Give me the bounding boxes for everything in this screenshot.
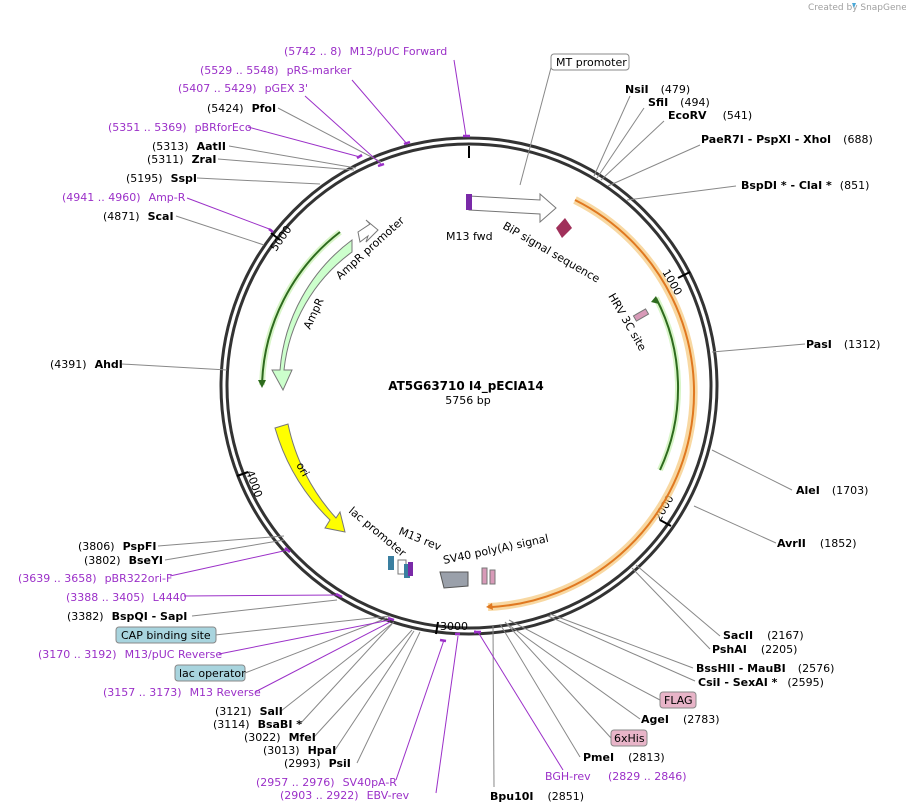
primer-m13-puc-forward: (5742 .. 8)M13/pUC Forward [284,45,447,58]
enzyme-alei: AleI(1703) [796,484,868,497]
enzyme-bsshii: BssHII - MauBI(2576) [696,662,834,675]
primer-prs-marker: (5529 .. 5548)pRS-marker [200,64,352,77]
primer-pbrforeco: (5351 .. 5369)pBRforEco [108,121,252,134]
cap-binding-label: CAP binding site [121,629,211,642]
tick-1000 [677,271,691,279]
label-ori: ori [293,460,311,479]
primer-l4440: (3388 .. 3405)L4440 [66,591,187,604]
plasmid-length: 5756 bp [445,394,490,407]
backbone-inner [225,142,713,630]
label-sv40-polya: SV40 poly(A) signal [442,532,550,567]
right-green-arc [655,297,679,471]
enzyme-pasi: PasI(1312) [806,338,880,351]
cap-binding-box [115,626,217,644]
enzyme-pmei: PmeI(2813) [583,751,665,764]
primer-amp-r: (4941 .. 4960)Amp-R [62,191,186,204]
enzyme-avrii: AvrII(1852) [777,537,856,550]
primer-pgex3: (5407 .. 5429)pGEX 3' [178,82,308,95]
left-green-arc [261,231,341,386]
lac-operator-box [174,664,246,682]
enzyme-sspi: (5195)SspI [126,172,197,185]
primer-m13-reverse: (3157 .. 3173)M13 Reverse [103,686,261,699]
bgh-rev-leader [477,631,564,771]
snapgene-brand: Created by SnapGene [808,3,906,13]
enzyme-bsabi: (3114)BsaBI * [213,718,302,731]
enzyme-hpai: (3013)HpaI [263,744,336,757]
right-green-arrowhead [651,296,659,304]
enzyme-sali: (3121)SalI [215,705,283,718]
insert-arrowhead [486,603,493,610]
his-marker [489,569,496,585]
enzyme-bspdi: BspDI * - ClaI *(851) [741,179,869,192]
ori-arrow [274,423,346,533]
label-hrv-3c: HRV 3C site [605,291,649,353]
tick-4000 [236,471,249,477]
ampr-promoter-arrow [357,219,379,243]
enzyme-pshai: PshAI(2205) [712,643,797,656]
enzyme-mfei: (3022)MfeI [244,731,316,744]
m13fwd-marker [466,194,472,210]
insert-arc [491,199,696,608]
primer-ebv-rev: (2903 .. 2922)EBV-rev [280,789,410,802]
left-primer-lines [169,59,467,794]
tick-5000 [270,232,281,241]
tick-2000 [659,519,672,527]
his-label: 6xHis [614,732,645,745]
left-leader-lines [121,107,421,764]
primer-pbr322ori-f: (3639 .. 3658)pBR322ori-F [18,572,172,585]
mt-promoter-box [550,53,630,71]
primer-m13-puc-reverse: (3170 .. 3192)M13/pUC Reverse [38,648,222,661]
bip-signal-icon [556,218,572,238]
m13fwd-arrow [468,192,557,224]
primer-sv40pa-r: (2957 .. 2976)SV40pA-R [256,776,397,789]
cap-marker [388,556,394,570]
tick-label-5000: 5000 [268,223,295,253]
lac-operator-label: lac operator [179,667,246,680]
enzyme-pspfi: (3806)PspFI [78,540,156,553]
enzyme-paer7i: PaeR7I - PspXI - XhoI(688) [701,133,873,146]
backbone-outer [219,136,719,636]
primer-bgh-rev: BGH-rev [545,770,591,783]
enzyme-nsii: NsiI(479) [625,83,690,96]
flag-marker [481,567,488,585]
right-leader-lines [492,63,806,788]
enzyme-agei: AgeI(2783) [641,713,720,726]
enzyme-ecorv: EcoRV(541) [668,109,752,122]
tick-label-3000: 3000 [440,620,468,633]
label-m13-fwd: M13 fwd [446,230,493,243]
enzyme-zrai: (5311)ZraI [147,153,217,166]
flag-leader [508,619,661,701]
enzyme-bspqi: (3382)BspQI - SapI [67,610,187,623]
enzyme-sacii: SacII(2167) [723,629,804,642]
left-primer-markers [268,134,481,643]
enzyme-bpu10i: Bpu10I(2851) [490,790,584,803]
enzyme-ahdi: (4391)AhdI [50,358,123,371]
label-bip-signal: BiP signal sequence [501,219,603,285]
plasmid-name: AT5G63710 I4_pECIA14 [388,379,544,394]
m13rev-marker [408,562,413,576]
left-green-arrowhead [258,380,266,388]
mt-promoter-label: MT promoter [556,56,627,69]
tick-3000 [435,621,439,635]
his-leader [504,621,612,739]
ampr-arrow [271,239,353,392]
enzyme-csii: CsiI - SexAI *(2595) [698,676,824,689]
sv40-polya-icon [439,571,469,589]
snapgene-logo-icon [852,3,856,8]
enzyme-psii: (2993)PsiI [284,757,351,770]
lac-operator-marker [404,564,410,578]
enzyme-scai: (4871)ScaI [103,210,174,223]
hrv-3c-icon [632,308,650,322]
enzyme-sfii: SfiI(494) [648,96,710,109]
flag-label: FLAG [664,694,693,707]
enzyme-bseyi: (3802)BseYI [84,554,163,567]
primer-6xhis-range: (2829 .. 2846) [608,770,687,783]
enzyme-pfoi: (5424)PfoI [207,102,276,115]
enzyme-aatii: (5313)AatII [152,140,226,153]
